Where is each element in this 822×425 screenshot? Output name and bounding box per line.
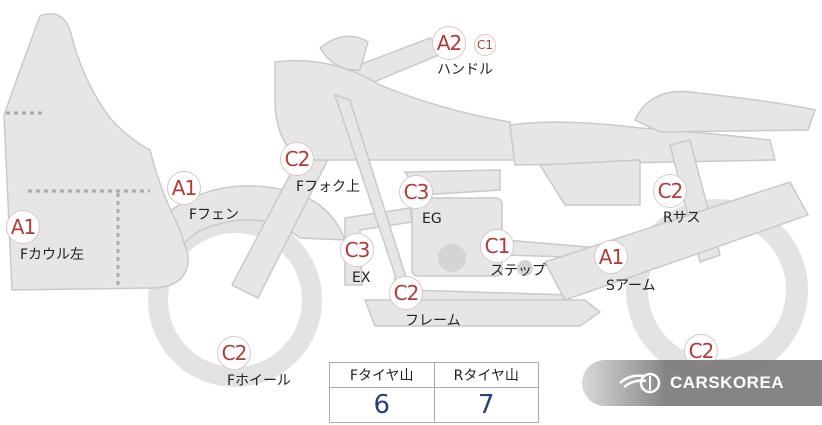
watermark-text: CARSKOREA [670,373,785,392]
seat-shape [509,121,776,166]
grade-badge: C3 [340,233,374,267]
part-label-swing-arm: Sアーム [606,278,656,294]
tire-tread-table: Fタイヤ山 Rタイヤ山 6 7 [329,362,539,423]
part-label-front-wheel: Fホイール [227,373,292,389]
headlight-shape [319,35,369,71]
grade-badge: C3 [399,175,433,209]
part-label-front-fender: Fフェン [189,207,240,223]
grade-badge: C1 [474,34,496,56]
side-cover-shape [538,159,641,206]
grade-badge: A1 [594,240,628,274]
grade-badge: A2 [432,26,466,60]
grade-badge: C2 [653,174,687,208]
part-label-rear-suspension: Rサス [663,210,701,226]
part-label-front-fork: Fフォク上 [296,179,361,195]
part-label-frame: フレーム [405,313,461,329]
tail-shape [634,90,816,133]
front-tire-tread-value: 6 [329,387,435,423]
tank-shape [274,59,521,161]
carskorea-logo-icon [619,372,661,394]
part-label-handle: ハンドル [437,62,493,78]
grade-badge: A1 [167,171,201,205]
rear-tire-tread-header: Rタイヤ山 [433,362,539,388]
part-label-engine: EG [422,211,442,227]
grade-badge: C1 [480,229,514,263]
carskorea-watermark: CARSKOREA [582,360,822,406]
part-label-exhaust: EX [352,270,371,286]
part-label-step: ステップ [490,263,546,279]
grade-badge: A1 [6,210,40,244]
grade-badge: C2 [280,142,314,176]
front-wheel-shape [148,213,322,387]
grade-badge: C2 [389,276,423,310]
frame-lower [363,299,602,327]
rear-tire-tread-value: 7 [433,387,539,423]
front-tire-tread-header: Fタイヤ山 [329,362,435,388]
front-cowl-shape [3,13,189,291]
grade-badge: C2 [217,336,251,370]
part-label-front-cowl: Fカウル左 [20,247,85,263]
